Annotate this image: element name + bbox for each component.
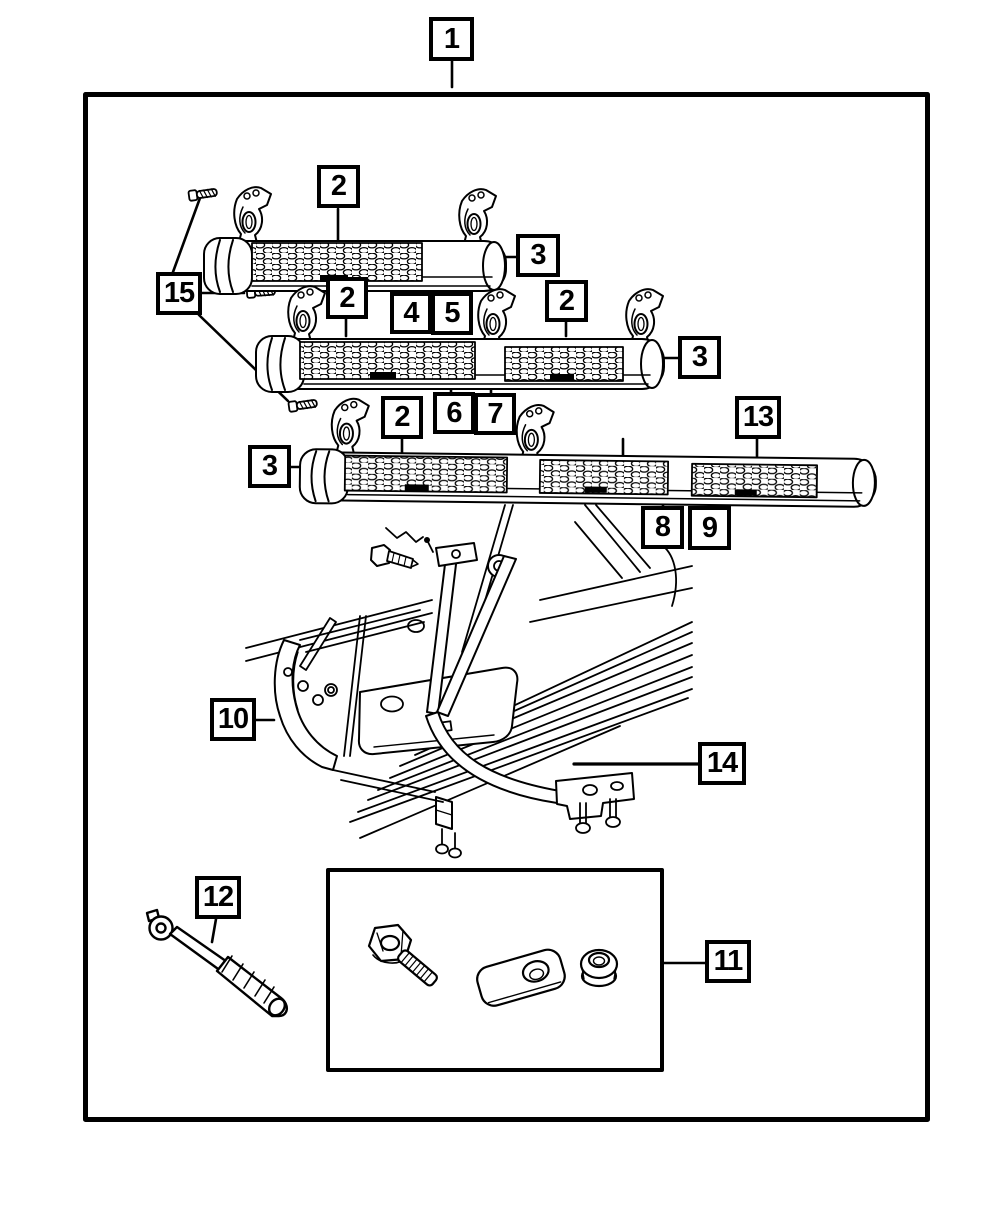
step-pad <box>690 462 818 499</box>
step-pad <box>538 459 670 496</box>
mounting-screw-top <box>187 186 219 202</box>
callout-6: 6 <box>433 392 475 434</box>
mounting-screw-bottom <box>287 397 319 413</box>
callout-14: 14 <box>698 742 746 785</box>
kit-bolt <box>367 923 438 987</box>
callout-5: 5 <box>431 292 473 335</box>
callout-13: 13 <box>735 396 781 439</box>
callout-3-row3: 3 <box>248 445 291 488</box>
board-bracket <box>233 186 272 244</box>
callout-11: 11 <box>705 940 751 983</box>
callout-10: 10 <box>210 698 256 741</box>
running-board-medium <box>255 285 665 393</box>
callout-4: 4 <box>390 292 432 334</box>
board-bracket <box>330 397 370 456</box>
callout-8: 8 <box>641 506 684 549</box>
step-pad <box>251 242 423 282</box>
callout-3-row2: 3 <box>678 336 721 379</box>
callout-3-row1: 3 <box>516 234 560 277</box>
running-board-short <box>203 186 507 295</box>
callout-2-row2-left: 2 <box>326 277 368 319</box>
diagram-frame <box>83 92 930 1122</box>
board-bracket <box>477 288 516 346</box>
board-bracket <box>458 188 497 246</box>
board-bracket <box>287 285 326 343</box>
callout-1: 1 <box>429 17 474 61</box>
board-bracket <box>515 403 555 463</box>
running-board-long <box>298 397 877 508</box>
callout-15: 15 <box>156 272 202 315</box>
callout-2-row3: 2 <box>381 396 423 439</box>
callout-9: 9 <box>688 506 731 550</box>
board-bracket <box>625 288 664 346</box>
callout-2-row2-right: 2 <box>545 280 588 322</box>
callout-2-row1: 2 <box>317 165 360 208</box>
kit-flange-nut <box>579 948 619 988</box>
kit-nut-plate <box>476 948 566 1007</box>
vehicle-body-sketch <box>245 504 693 859</box>
torque-wrench <box>145 908 288 1018</box>
callout-12: 12 <box>195 876 241 919</box>
hardware-kit-box <box>326 868 664 1072</box>
body-bolt <box>370 544 419 569</box>
mount-bracket <box>555 772 635 820</box>
callout-7: 7 <box>474 393 516 435</box>
